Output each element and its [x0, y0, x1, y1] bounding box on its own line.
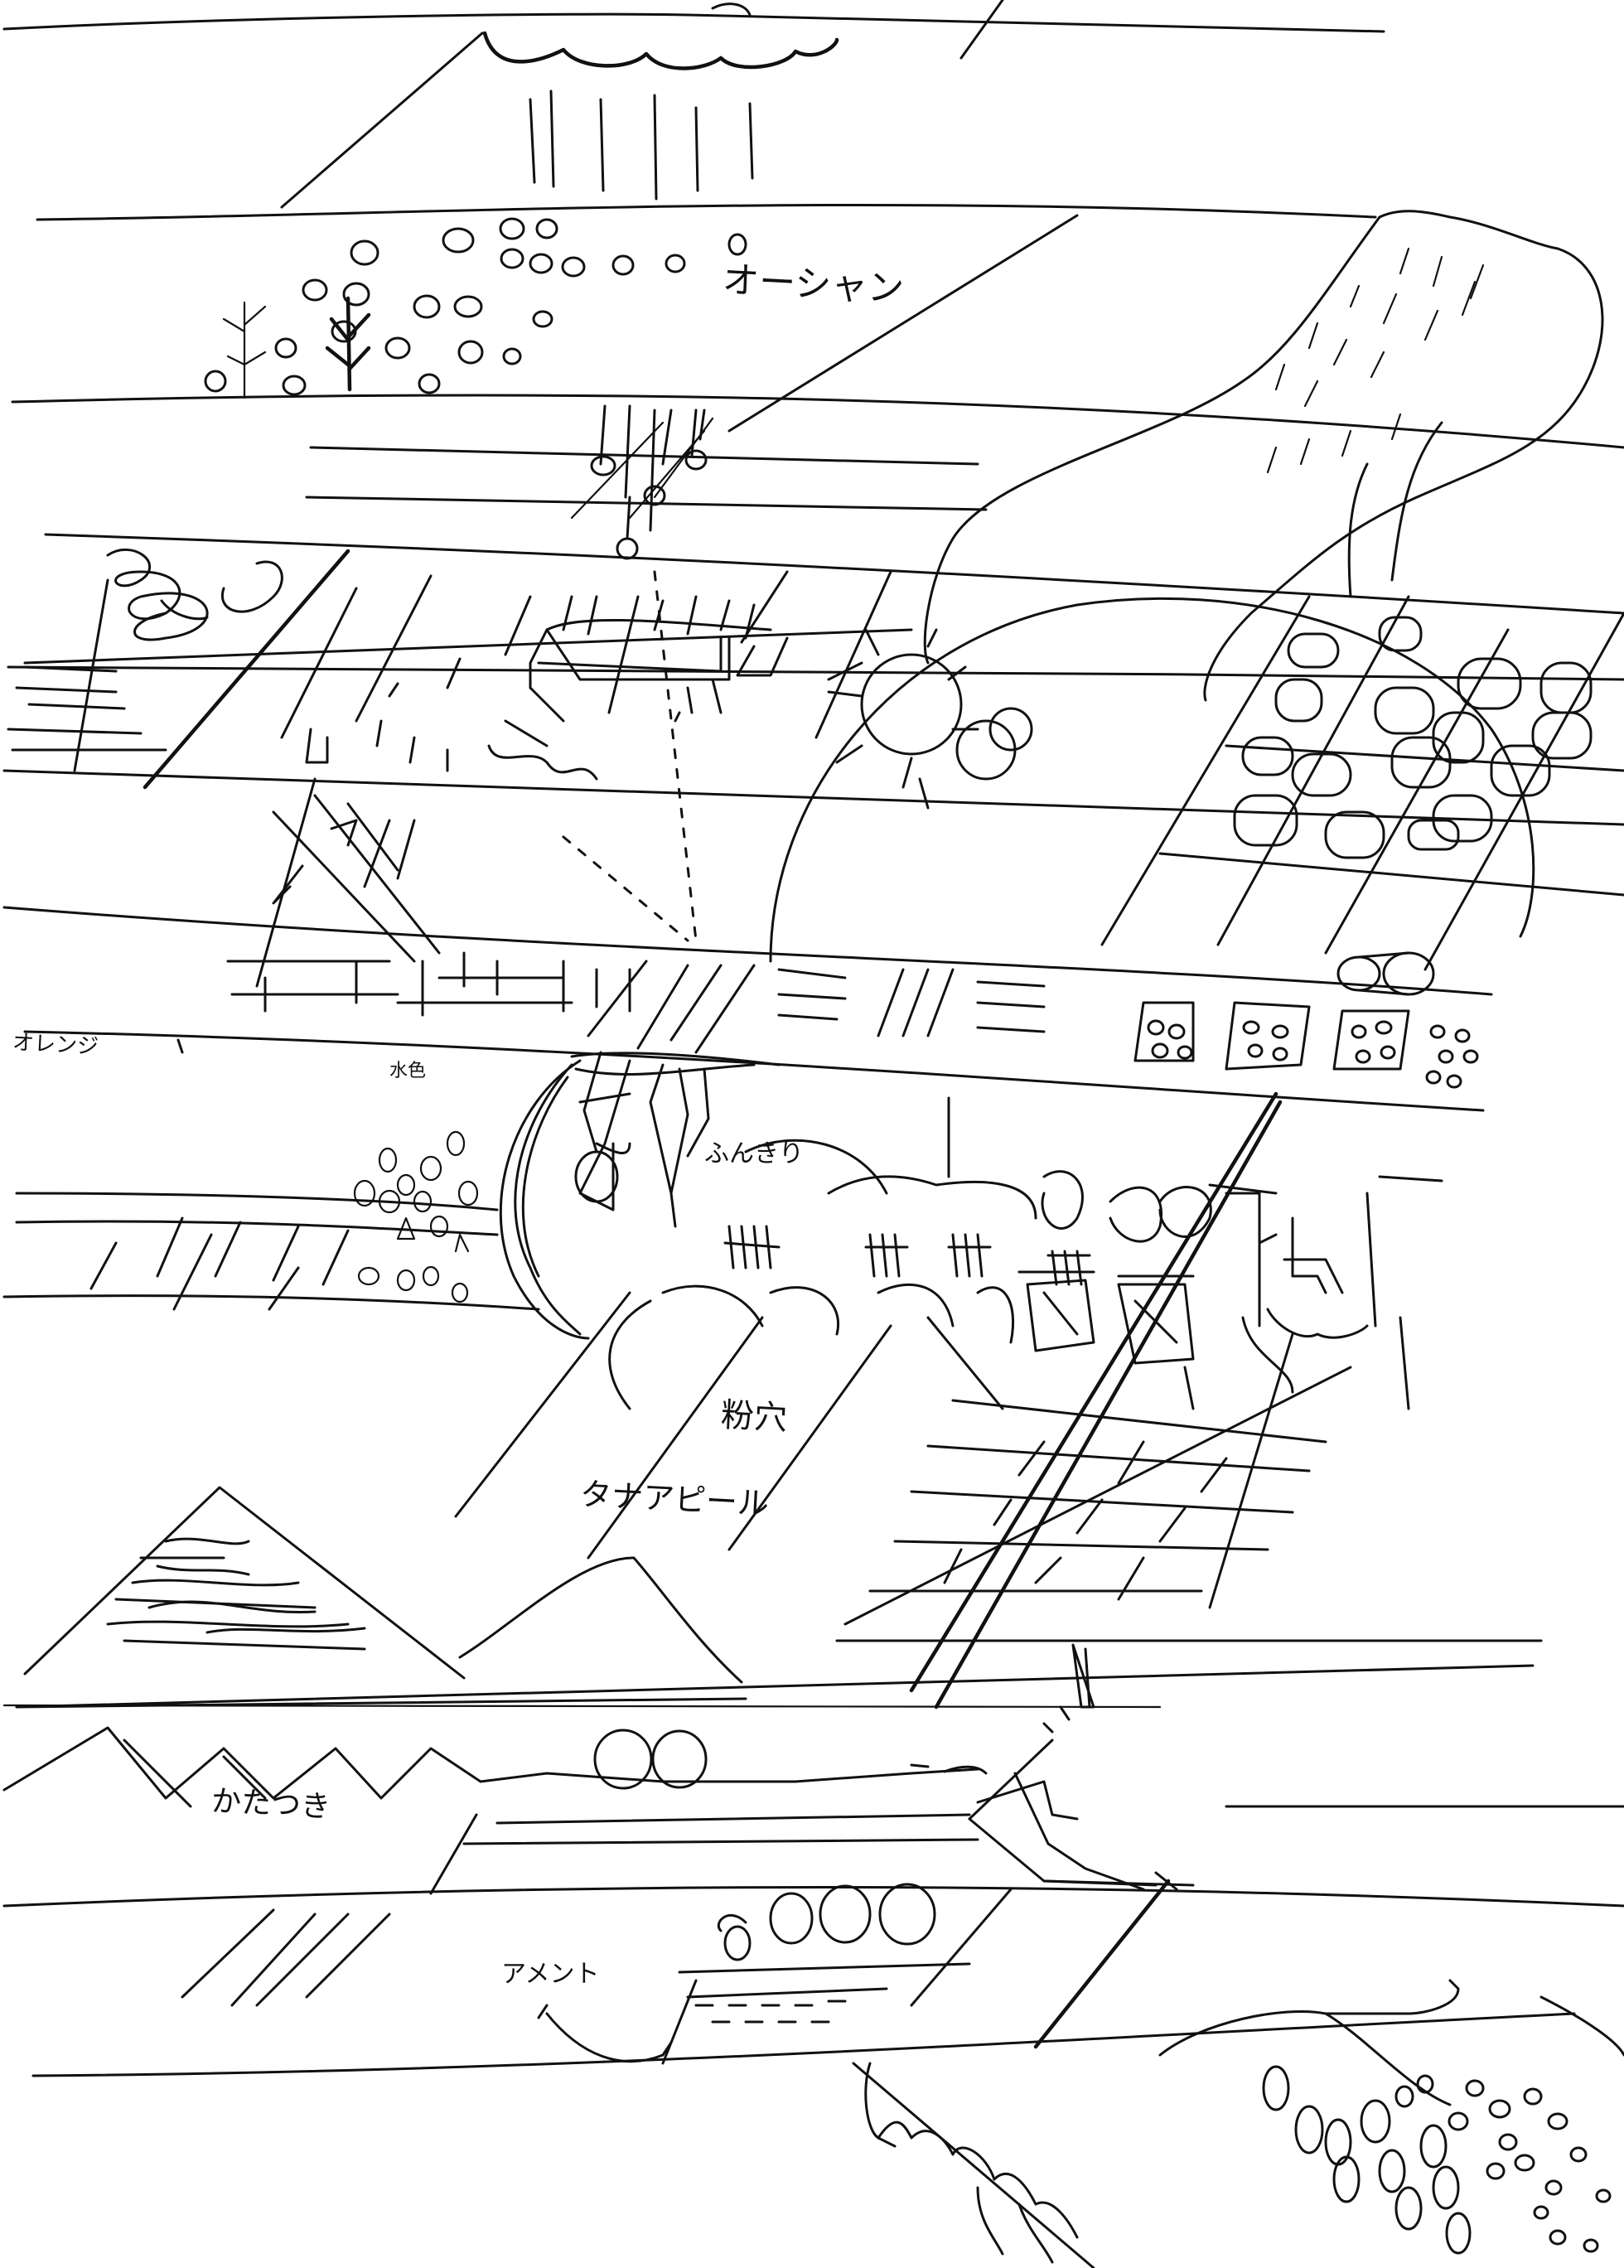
label-katatsumuri: かたつき — [210, 1784, 332, 1825]
zigzag-band — [2, 1643, 1624, 1891]
flour-grid — [835, 1316, 1543, 1642]
flower-garden — [661, 1091, 1443, 1709]
label-tanpopo: タナアピール — [579, 1476, 771, 1522]
label-amento: アメント — [501, 1960, 600, 1989]
label-sunflower: ふんきり — [704, 1139, 804, 1168]
water-bubbles — [353, 1130, 479, 1303]
hanging-beads — [305, 404, 988, 560]
ocean-section — [11, 214, 1624, 449]
middle-diagonals — [454, 1291, 892, 1560]
middle-band-2 — [2, 533, 1624, 826]
bottom-band — [2, 1813, 1624, 2077]
label-orange: オレンジ — [12, 1030, 99, 1060]
stage-frame — [280, 570, 892, 781]
mountains — [15, 1486, 1535, 1709]
label-goldfish: 水色 — [389, 1061, 427, 1081]
sunflower-arc — [499, 1051, 781, 1340]
dashed-guides — [562, 570, 698, 942]
bottom-pods — [1262, 2065, 1612, 2255]
left-grid — [2, 1192, 540, 1311]
sun-circle — [769, 597, 1535, 963]
label-flour: 粉穴 — [719, 1395, 789, 1439]
orange-band — [2, 777, 1493, 1112]
ribbon-stream — [923, 210, 1604, 702]
label-ocean: オーシャン — [721, 259, 906, 311]
top-band — [2, 0, 1385, 221]
bottom-arches — [852, 1979, 1624, 2268]
section-divider — [2, 1704, 1162, 1709]
seed-trays — [1133, 951, 1479, 1089]
pod-grid — [1100, 595, 1624, 971]
